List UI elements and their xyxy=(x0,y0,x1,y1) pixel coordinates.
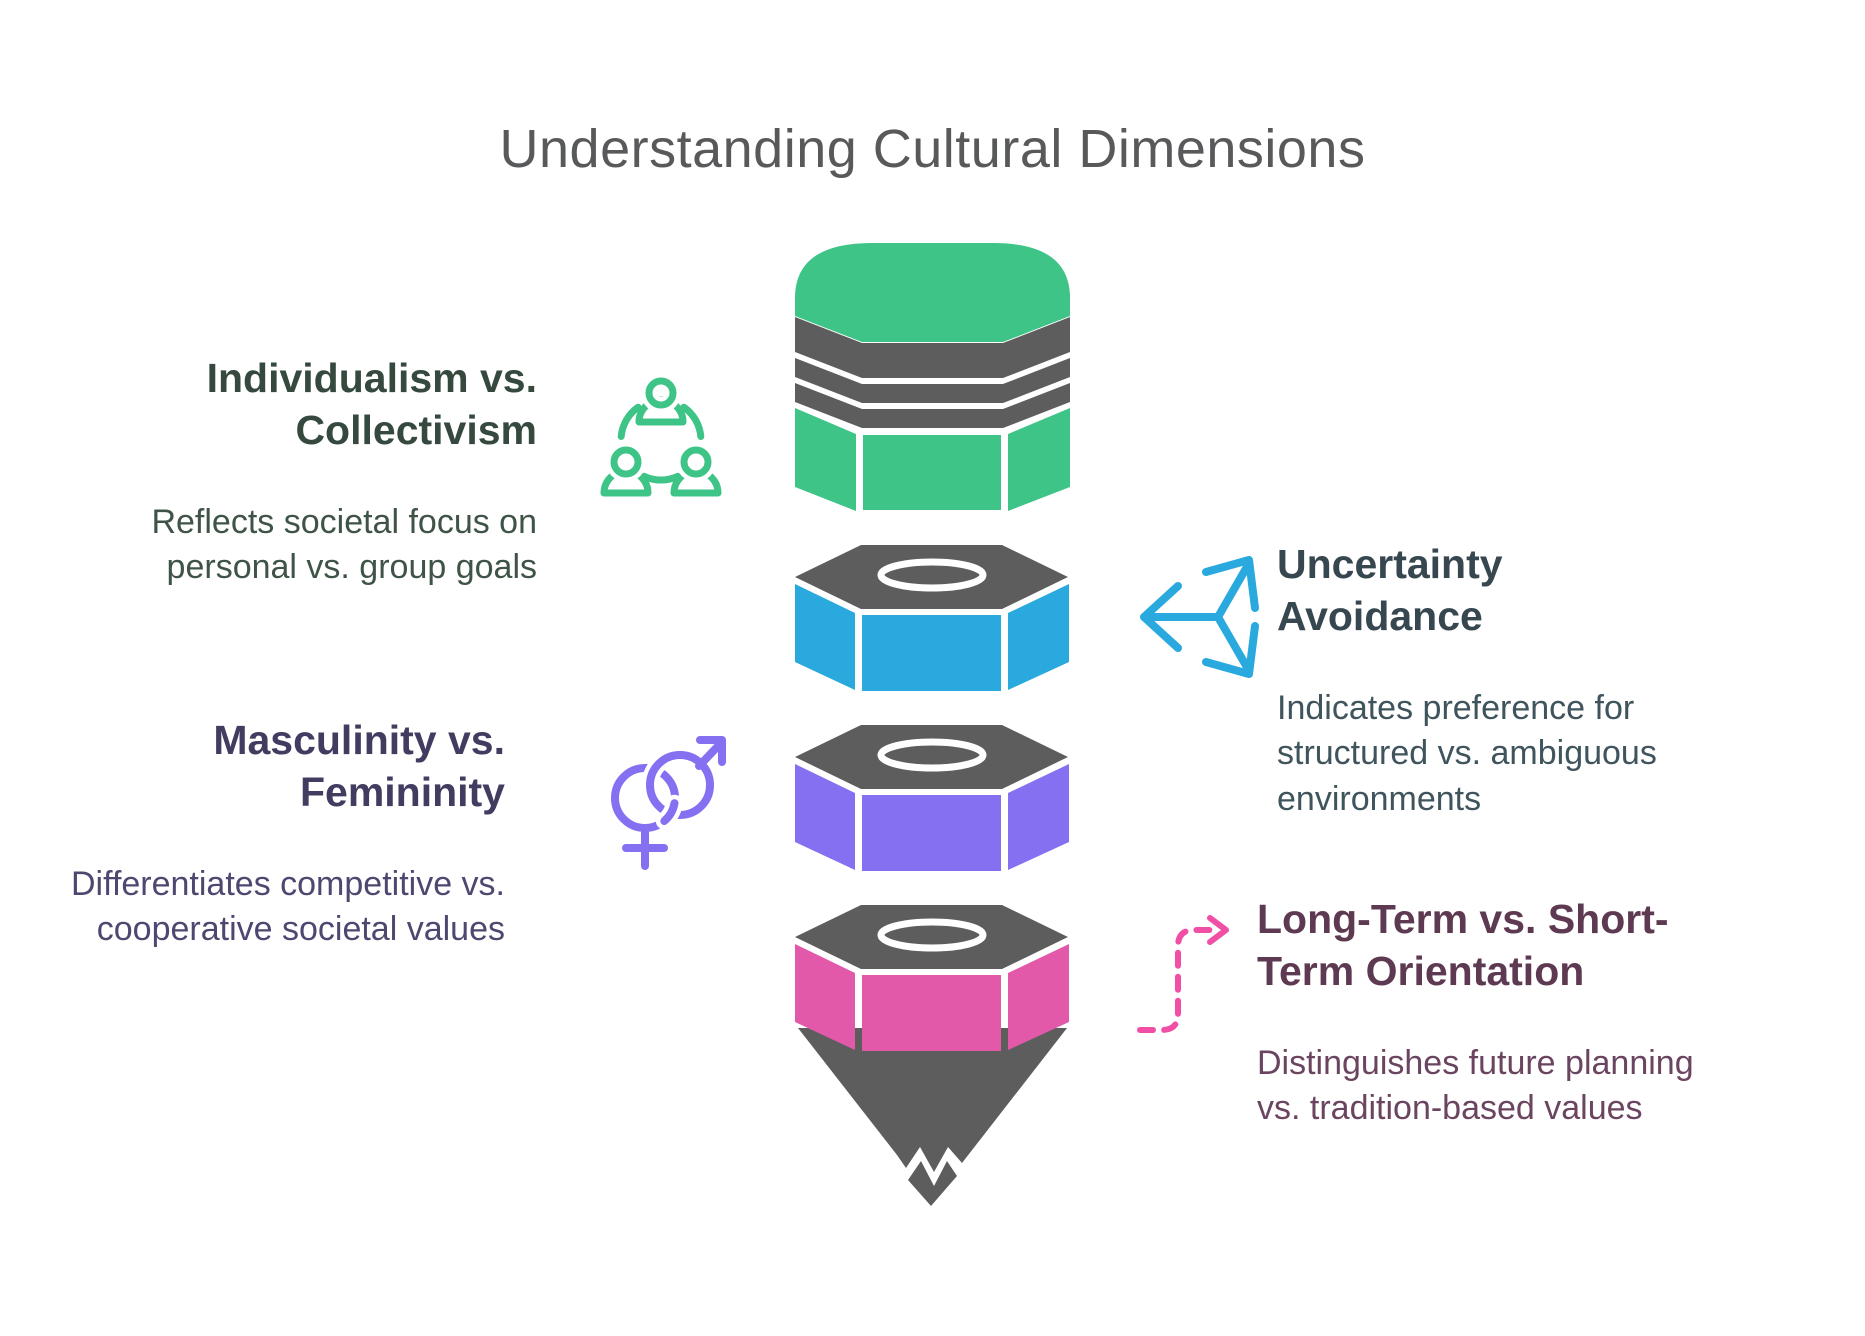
segment-face-left xyxy=(795,944,855,1050)
dimension-description: Differentiates competitive vs. cooperati… xyxy=(71,865,505,949)
people-group-icon xyxy=(600,373,722,497)
segment-face-center xyxy=(862,975,1001,1051)
pencil-tip-point xyxy=(908,1161,957,1206)
dimension-description: Distinguishes future planning vs. tradit… xyxy=(1257,1044,1694,1128)
segment-individualism xyxy=(795,243,1070,511)
dimension-longterm: Long-Term vs. Short- Term Orientation Di… xyxy=(1257,893,1694,1132)
segment-face-right xyxy=(1008,584,1069,690)
person-head xyxy=(610,446,642,478)
pencil-tip xyxy=(798,1028,1067,1206)
nut-top-face xyxy=(795,725,1068,789)
person-head xyxy=(645,377,677,409)
arrow-head-upper-right xyxy=(1202,556,1259,612)
dimension-uncertainty: Uncertainty Avoidance Indicates preferen… xyxy=(1277,538,1657,822)
dimension-heading: Individualism vs. Collectivism xyxy=(206,355,537,454)
segment-face-center xyxy=(862,615,1001,691)
segment-face-right xyxy=(1008,944,1069,1050)
segment-face-right xyxy=(1008,764,1069,870)
arrow-shaft-upper-right xyxy=(1214,561,1252,621)
people-group-strokes xyxy=(617,403,705,484)
link-arc xyxy=(617,403,642,440)
segment-face-left xyxy=(795,764,855,870)
dashed-curved-arrow-icon xyxy=(1137,915,1229,1033)
dimension-masculinity: Masculinity vs. Femininity Differentiate… xyxy=(71,714,505,953)
male-arrow-shaft xyxy=(695,739,725,770)
gender-symbol-details xyxy=(622,736,726,870)
nut-hole-ring xyxy=(877,558,987,592)
arrow-head-lower-right xyxy=(1202,622,1259,678)
three-way-arrows-icon xyxy=(1140,556,1259,678)
segment-face-center xyxy=(863,435,1001,510)
person-head xyxy=(680,446,712,478)
page-title: Understanding Cultural Dimensions xyxy=(499,119,1366,179)
link-arc xyxy=(640,472,682,484)
dimension-description: Indicates preference for structured vs. … xyxy=(1277,689,1657,818)
arrow-head-left xyxy=(1140,582,1182,652)
arrow-shaft-lower-right xyxy=(1214,613,1252,673)
dimension-heading: Masculinity vs. Femininity xyxy=(213,717,505,816)
dashed-arrow-path xyxy=(1137,927,1219,1033)
male-arrow-head xyxy=(696,736,726,766)
ferrule-band xyxy=(795,383,1070,428)
dimension-heading: Long-Term vs. Short- Term Orientation xyxy=(1257,896,1669,995)
segment-longterm xyxy=(795,905,1069,1051)
dimension-description: Reflects societal focus on personal vs. … xyxy=(151,503,537,587)
segment-face-right xyxy=(1008,408,1070,511)
dashed-arrow-head xyxy=(1207,915,1229,945)
dimension-individualism: Individualism vs. Collectivism Reflects … xyxy=(151,352,537,591)
female-interlock-arc xyxy=(660,799,679,825)
pencil-tip-cone xyxy=(798,1028,1067,1172)
segment-masculinity xyxy=(795,725,1069,871)
nut-top-face xyxy=(795,545,1068,609)
nut-hole-ring xyxy=(877,738,987,772)
ferrule-band xyxy=(795,358,1070,403)
ferrule-band xyxy=(795,317,1070,378)
link-arc xyxy=(680,403,705,440)
pencil-funnel-illustration xyxy=(795,243,1070,1206)
segment-face-left xyxy=(795,584,855,690)
segment-face-center xyxy=(862,795,1001,871)
eraser-dome xyxy=(795,243,1070,342)
segment-face-left xyxy=(795,408,856,511)
nut-top-face xyxy=(795,905,1068,969)
dimension-heading: Uncertainty Avoidance xyxy=(1277,541,1503,640)
three-way-arrows-strokes xyxy=(1140,556,1259,678)
nut-hole-ring xyxy=(877,918,987,952)
gender-symbols-icon xyxy=(611,736,726,870)
male-circle xyxy=(646,751,714,819)
segment-uncertainty xyxy=(795,545,1069,691)
